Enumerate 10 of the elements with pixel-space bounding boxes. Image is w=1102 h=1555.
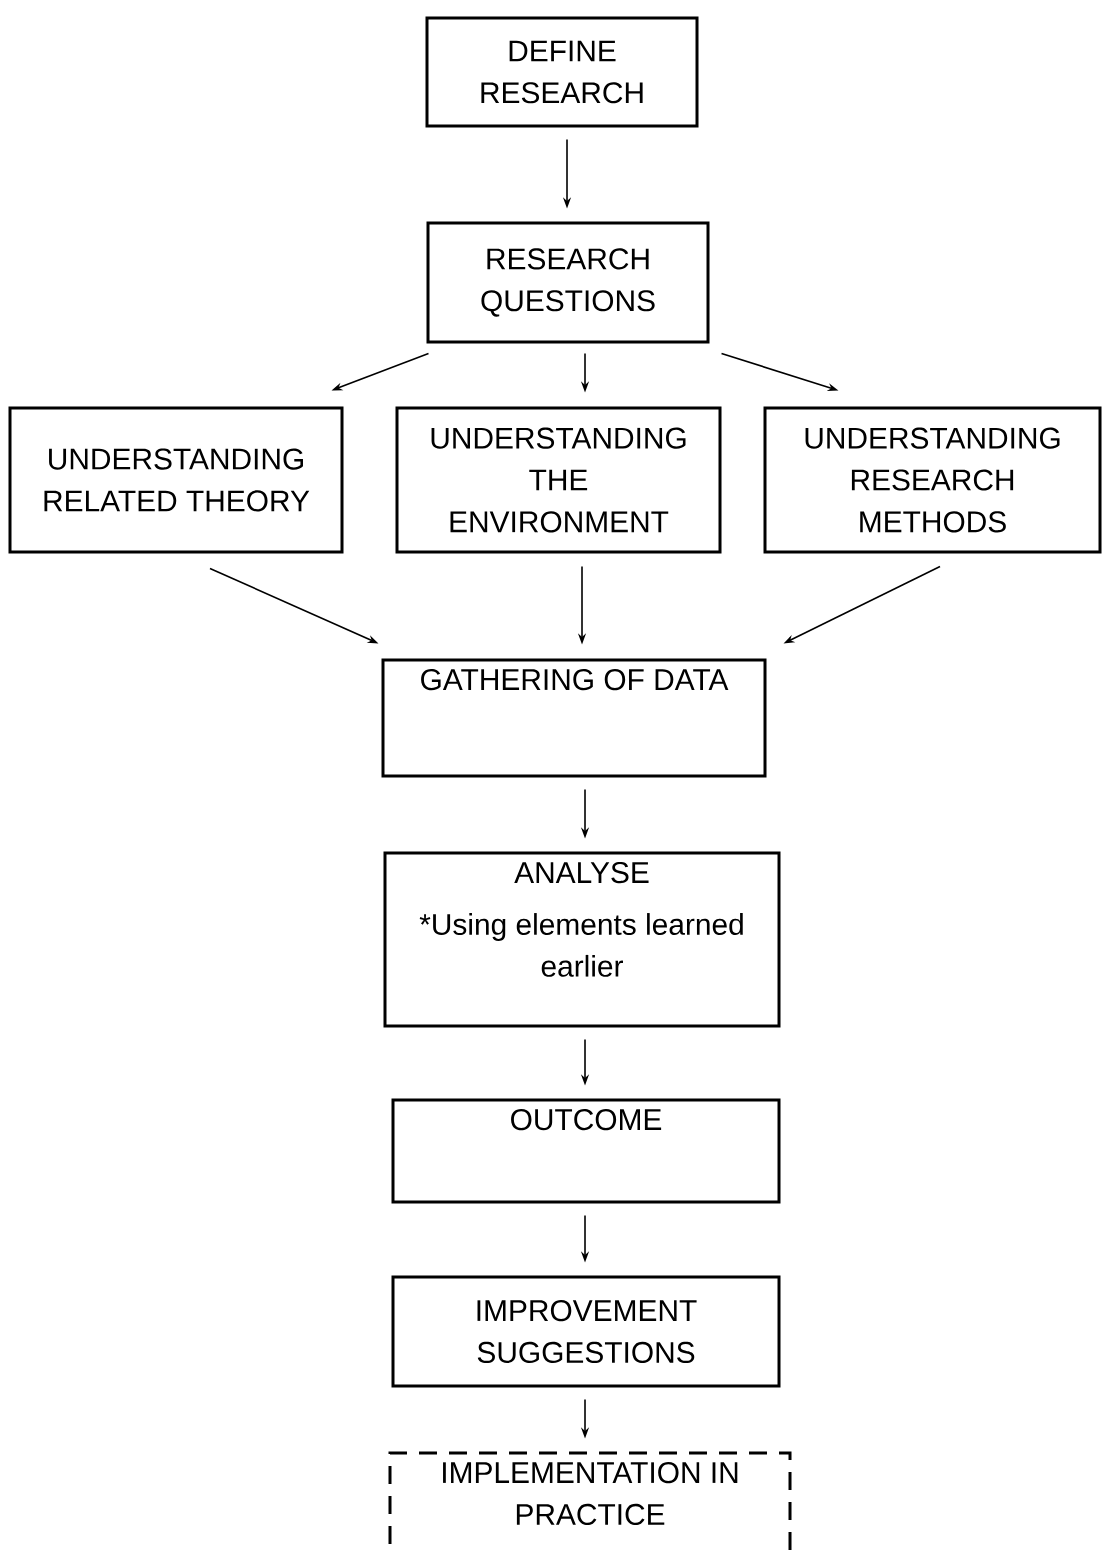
process-box: ANALYSE *Using elements learned earlier [383, 851, 781, 1028]
process-box: DEFINE RESEARCH [425, 16, 699, 128]
process-box: OUTCOME [391, 1098, 781, 1204]
dashed-process-box: IMPLEMENTATION IN PRACTICE [388, 1451, 792, 1555]
process-box: RESEARCH QUESTIONS [426, 221, 710, 344]
process-box: IMPROVEMENT SUGGESTIONS [391, 1275, 781, 1388]
process-box: GATHERING OF DATA [381, 658, 767, 778]
process-box: UNDERSTANDING THE ENVIRONMENT [395, 406, 722, 554]
process-box: UNDERSTANDING RELATED THEORY [8, 406, 344, 554]
process-box: UNDERSTANDING RESEARCH METHODS [763, 406, 1102, 554]
